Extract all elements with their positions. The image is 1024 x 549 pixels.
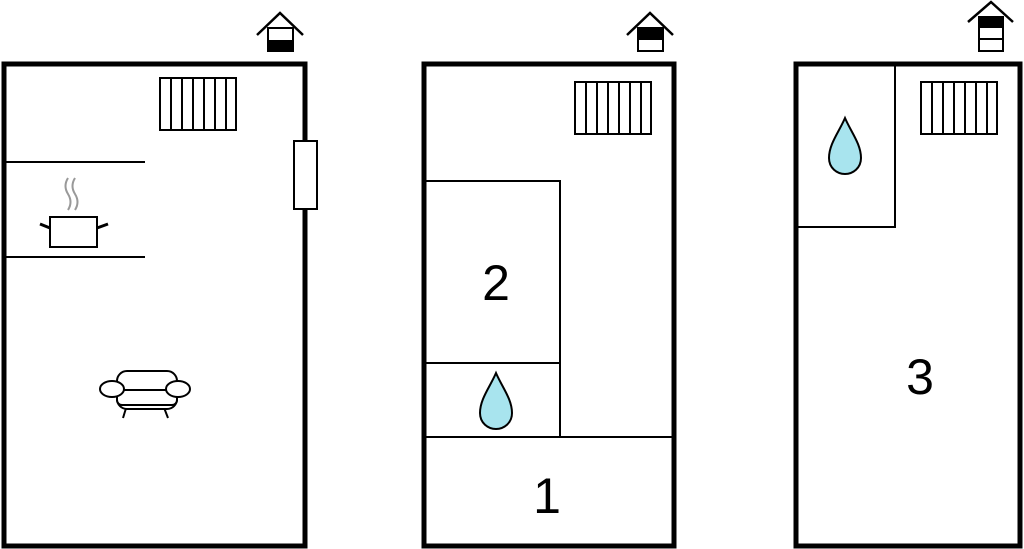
floor-second: 3: [793, 0, 1023, 549]
water-drop-icon: [479, 372, 513, 430]
room-label-3: 3: [906, 349, 934, 405]
sofa-icon: [99, 370, 191, 419]
radiator-icon: [574, 81, 652, 135]
window-icon: [293, 140, 318, 210]
house-floor-indicator-icon: [256, 11, 304, 52]
room-label-1: 1: [533, 468, 561, 524]
floor-ground: [1, 11, 318, 549]
water-drop-icon: [828, 117, 862, 175]
room-label-2: 2: [482, 255, 510, 311]
radiator-icon: [159, 77, 237, 131]
house-floor-indicator-icon: [626, 11, 674, 52]
house-floor-indicator-icon: [967, 0, 1014, 52]
radiator-icon: [920, 81, 998, 135]
cooking-pot-icon: [39, 177, 109, 248]
floor-first: 2 1: [421, 11, 677, 549]
